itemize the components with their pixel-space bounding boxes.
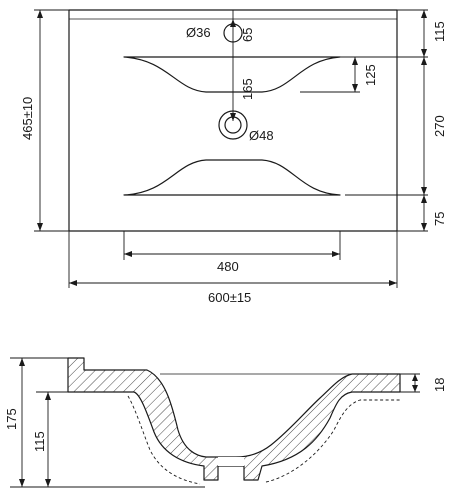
- side-section-view: 175 115 18: [4, 357, 447, 488]
- rim-label: 18: [432, 378, 447, 392]
- basin-top-contour: [123, 56, 341, 93]
- drain-distance-label: 165: [240, 78, 255, 100]
- rim-arrow-bottom: [412, 385, 418, 392]
- height-arrow-top: [37, 10, 43, 18]
- ow-arrow-right: [389, 280, 397, 286]
- r-arrow-5: [421, 195, 427, 203]
- outer-width-label: 600±15: [208, 290, 251, 305]
- depth-arrow-top: [352, 57, 358, 65]
- drain-hole-label: Ø48: [249, 128, 274, 143]
- height-arrow-bottom: [37, 223, 43, 231]
- tap-arrow-top: [230, 19, 236, 27]
- bh-arrow-bottom: [45, 479, 51, 487]
- top-view: Ø36 65 165 Ø48 125 115 270 75 465±10: [20, 9, 447, 305]
- inner-width-label: 480: [217, 259, 239, 274]
- depth-arrow-bottom: [352, 84, 358, 92]
- basin-length-label: 270: [432, 115, 447, 137]
- cabinet-dashed-outline: [127, 395, 400, 485]
- body-height-label: 115: [32, 431, 47, 452]
- r-arrow-4: [421, 187, 427, 195]
- bh-arrow-top: [45, 392, 51, 400]
- rim-arrow-top: [412, 374, 418, 381]
- iw-arrow-right: [332, 251, 340, 257]
- r-arrow-2: [421, 49, 427, 57]
- th-arrow-bottom: [19, 479, 25, 487]
- r-arrow-3: [421, 57, 427, 65]
- basin-bottom-contour: [123, 159, 341, 196]
- drain-arrow: [230, 113, 236, 121]
- height-label: 465±10: [20, 97, 35, 140]
- r-arrow-6: [421, 223, 427, 231]
- r-arrow-1: [421, 10, 427, 18]
- bottom-offset-label: 75: [432, 212, 447, 226]
- depth-label: 125: [363, 64, 378, 86]
- th-arrow-top: [19, 358, 25, 366]
- top-offset-label: 115: [432, 21, 447, 42]
- tap-offset-label: 65: [240, 28, 255, 42]
- tap-hole-label: Ø36: [186, 25, 211, 40]
- total-height-label: 175: [4, 408, 19, 430]
- drain-hollow: [218, 457, 244, 466]
- iw-arrow-left: [124, 251, 132, 257]
- ow-arrow-left: [69, 280, 77, 286]
